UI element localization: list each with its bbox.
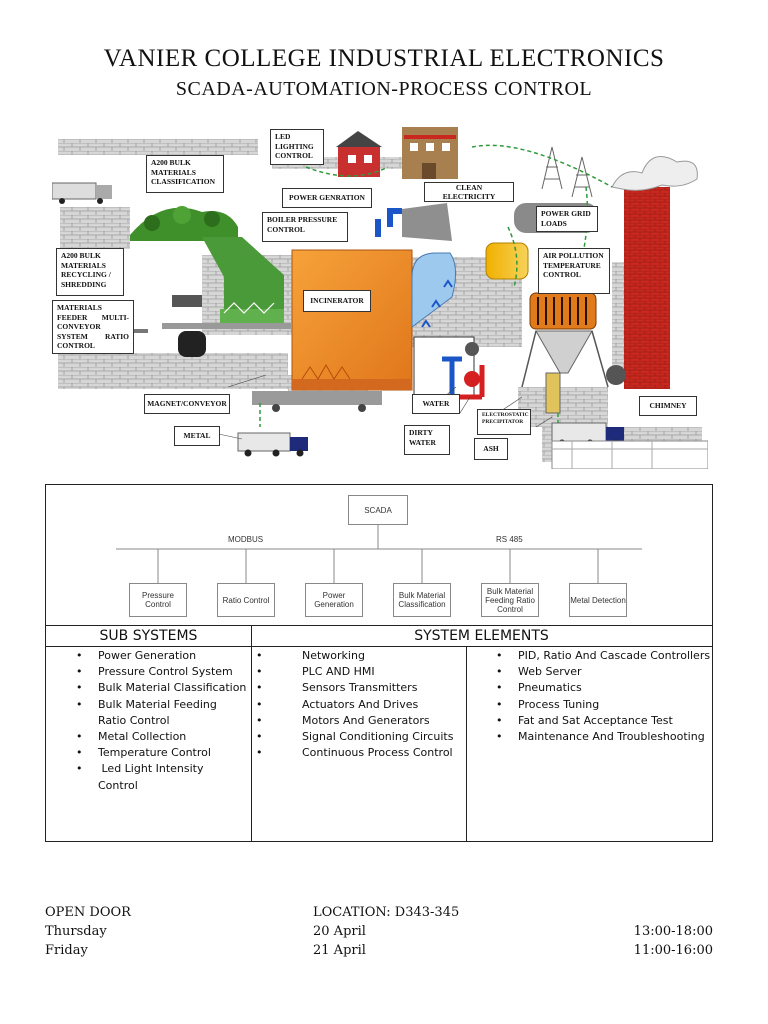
day-friday: Friday (45, 943, 88, 958)
systems-table: SUB SYSTEMS SYSTEM ELEMENTS •Power Gener… (45, 625, 713, 842)
list-item: •Process Tuning (496, 697, 600, 711)
ash-label: ASH (474, 438, 508, 460)
materials-feeder-label: MATERIALS FEEDER MULTI-CONVEYOR SYSTEM R… (52, 300, 134, 354)
power-generation-label: POWER GENRATION (282, 188, 372, 208)
time-thursday: 13:00-18:00 (633, 924, 713, 939)
a200-recycling-label: A200 BULK MATERIALS RECYCLING / SHREDDIN… (56, 248, 124, 296)
date-thursday: 20 April (313, 924, 366, 939)
list-item: •Pressure Control System (76, 665, 233, 679)
list-item: •Actuators And Drives (256, 697, 419, 711)
bulk-material-classification-node: Bulk Material Classification (393, 583, 451, 617)
page-title: VANIER COLLEGE INDUSTRIAL ELECTRONICS (103, 45, 665, 72)
electrostatic-precipitator-label: ELECTROSTATIC PRECIPITATOR (477, 409, 531, 435)
system-elements-list-b: •PID, Ratio And Cascade Controllers •Web… (496, 648, 712, 745)
sub-systems-header: SUB SYSTEMS (46, 626, 251, 647)
boiler-pressure-label: BOILER PRESSURE CONTROL (262, 212, 348, 242)
list-item: •PID, Ratio And Cascade Controllers (496, 649, 711, 662)
table-divider (251, 626, 252, 841)
scada-architecture: SCADA MODBUS RS 485 Pressure Control Rat… (45, 484, 713, 626)
power-generation-node: Power Generation (305, 583, 363, 617)
bulk-material-feeding-node: Bulk Material Feeding Ratio Control (481, 583, 539, 617)
list-item: •Power Generation (76, 649, 197, 662)
modbus-label: MODBUS (228, 535, 264, 544)
system-elements-header: SYSTEM ELEMENTS (251, 626, 712, 647)
list-item: •Bulk Material Classification (76, 681, 247, 695)
day-thursday: Thursday (45, 924, 107, 939)
list-item: •Networking (256, 649, 365, 662)
scada-node: SCADA (348, 495, 408, 525)
list-item: •Metal Collection (76, 730, 187, 744)
list-item: •Signal Conditioning Circuits (256, 730, 454, 744)
power-grid-label: POWER GRID LOADS (536, 206, 598, 232)
location-label: LOCATION: D343-345 (313, 905, 460, 920)
air-pollution-label: AIR POLLUTION TEMPERATURE CONTROL (538, 248, 610, 294)
water-label: WATER (412, 394, 460, 414)
list-item: •Pneumatics (496, 681, 582, 695)
sub-systems-list: •Power Generation •Pressure Control Syst… (76, 648, 248, 794)
list-item: •Sensors Transmitters (256, 681, 418, 695)
led-lighting-label: LED LIGHTING CONTROL (270, 129, 324, 165)
list-item: •Maintenance And Troubleshooting (496, 730, 705, 744)
plant-process-diagram: LED LIGHTING CONTROL A200 BULK MATERIALS… (52, 127, 708, 469)
pressure-control-node: Pressure Control (129, 583, 187, 617)
list-item: •Fat and Sat Acceptance Test (496, 713, 673, 727)
plant-illustration (52, 127, 708, 469)
page-subtitle: SCADA-AUTOMATION-PROCESS CONTROL (175, 78, 593, 100)
date-friday: 21 April (313, 943, 366, 958)
ratio-control-node: Ratio Control (217, 583, 275, 617)
chimney-label: CHIMNEY (639, 396, 697, 416)
list-item: •Temperature Control (76, 746, 211, 760)
scada-connectors (116, 485, 646, 583)
table-divider (466, 647, 467, 841)
metal-label: METAL (174, 426, 220, 446)
list-item: •Web Server (496, 665, 582, 679)
list-item: •PLC AND HMI (256, 665, 375, 679)
rs485-label: RS 485 (496, 535, 523, 544)
metal-detection-node: Metal Detection (569, 583, 627, 617)
incinerator-label: INCINERATOR (303, 290, 371, 312)
list-item: •Continuous Process Control (256, 746, 453, 760)
a200-classification-label: A200 BULK MATERIALS CLASSIFICATION (146, 155, 224, 193)
system-elements-list-a: •Networking •PLC AND HMI •Sensors Transm… (256, 648, 462, 761)
dirty-water-label: DIRTY WATER (404, 425, 450, 455)
list-item: • Led Light Intensity Control (76, 762, 208, 792)
clean-electricity-label: CLEAN ELECTRICITY (424, 182, 514, 202)
time-friday: 11:00-16:00 (633, 943, 713, 958)
magnet-conveyor-label: MAGNET/CONVEYOR (144, 394, 230, 414)
list-item: •Motors And Generators (256, 713, 430, 727)
list-item: •Bulk Material Feeding Ratio Control (76, 697, 217, 727)
open-door-label: OPEN DOOR (45, 905, 131, 920)
